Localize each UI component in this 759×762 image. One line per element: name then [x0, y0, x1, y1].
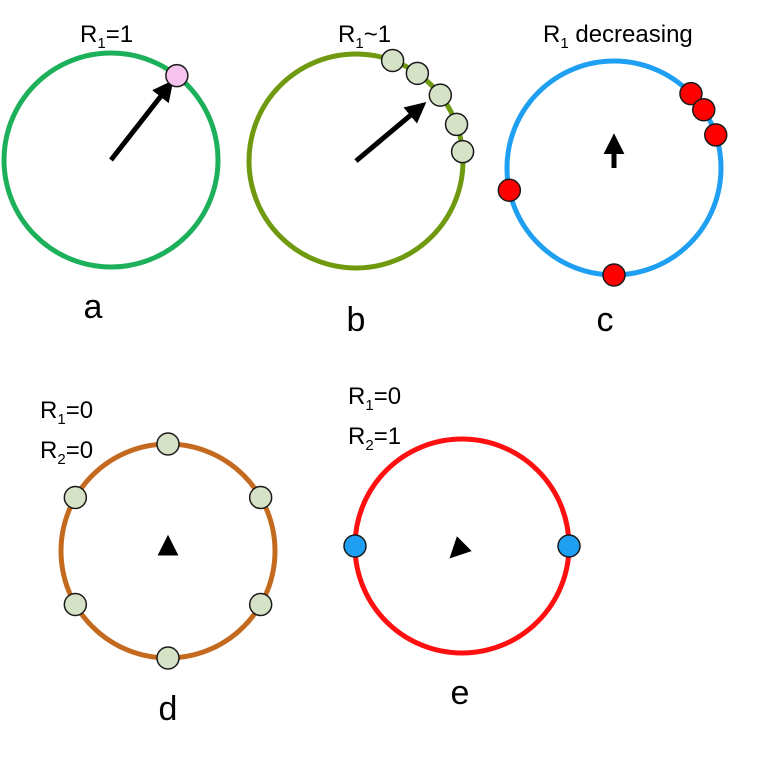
panel-d-oscillator-4	[156, 646, 180, 670]
panel-c-oscillator-4	[602, 263, 626, 287]
panel-d: R1=0 R2=0 d	[40, 397, 278, 728]
panel-c-oscillator-1	[679, 81, 703, 106]
panel-d-oscillator-1	[156, 432, 180, 456]
panel-e-oscillators	[343, 534, 581, 558]
panel-c-top-label: R1 decreasing	[543, 21, 693, 52]
panel-c: R1 decreasing c	[497, 21, 728, 339]
panel-b-oscillator-5	[450, 139, 475, 164]
panel-a-order-arrow	[109, 80, 174, 162]
panel-b-oscillator-1	[380, 48, 405, 73]
panel-b-order-arrow	[354, 101, 427, 163]
panel-c-oscillator-2	[691, 97, 716, 122]
panel-a-top-label: R1=1	[80, 21, 133, 52]
panel-d-oscillator-3	[248, 592, 273, 617]
panel-c-caption: c	[597, 301, 614, 339]
panel-d-label-r1: R1=0	[40, 397, 93, 428]
panel-e-order-arrow	[449, 536, 472, 559]
panel-b-top-label: R1~1	[338, 21, 391, 52]
panel-d-oscillator-2	[248, 485, 273, 510]
panel-d-oscillators	[63, 432, 273, 670]
panel-c-oscillators	[497, 81, 728, 287]
panel-e-label-r1: R1=0	[348, 383, 401, 414]
panel-a-oscillator-1	[165, 63, 189, 88]
panel-d-oscillator-6	[63, 485, 88, 510]
panel-e: R1=0 R2=1 e	[343, 383, 581, 712]
panel-a-caption: a	[84, 288, 103, 326]
panel-b-oscillators	[380, 48, 475, 164]
panel-a-ring	[1, 50, 221, 270]
panel-e-caption: e	[451, 674, 470, 712]
panel-a: R1=1 a	[1, 21, 221, 326]
panel-b-oscillator-2	[405, 61, 430, 86]
panel-e-label-r2: R2=1	[348, 423, 401, 454]
panel-a-oscillators	[165, 63, 189, 88]
panel-d-label-r2: R2=0	[40, 437, 93, 468]
panel-e-oscillator-1	[557, 534, 581, 558]
panel-d-caption: d	[159, 690, 178, 728]
panel-d-oscillator-5	[63, 592, 88, 617]
panel-c-oscillator-3	[704, 123, 728, 147]
panel-b: R1~1 b	[246, 21, 475, 339]
panel-b-caption: b	[347, 301, 366, 339]
panel-b-oscillator-3	[428, 83, 453, 107]
panel-c-oscillator-5	[497, 178, 522, 202]
panel-e-oscillator-2	[343, 534, 367, 558]
panel-b-oscillator-4	[444, 112, 469, 137]
